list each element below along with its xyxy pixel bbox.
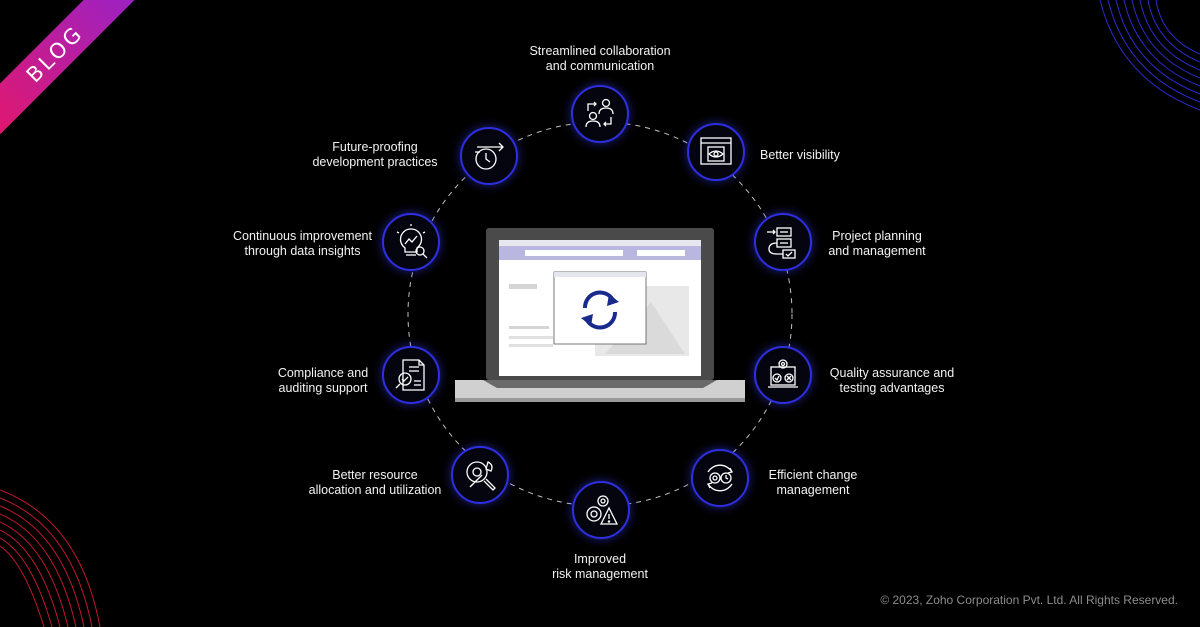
lightbulb-chart-icon (382, 213, 440, 271)
gear-cycle-icon (691, 449, 749, 507)
gear-warning-icon (572, 481, 630, 539)
laptop-gear-check-icon (754, 346, 812, 404)
copyright-text: © 2023, Zoho Corporation Pvt. Ltd. All R… (880, 593, 1178, 607)
benefit-label-visibility: Better visibility (760, 148, 840, 162)
blog-badge: BLOG (0, 0, 135, 134)
people-exchange-icon (571, 85, 629, 143)
corner-lines-bottom-left (0, 489, 101, 627)
laptop-with-sync-icon (455, 228, 745, 402)
clock-arrow-icon (460, 127, 518, 185)
tools-icon (451, 446, 509, 504)
browser-eye-icon (687, 123, 745, 181)
corner-lines-top-right (1099, 0, 1200, 111)
workflow-icon (754, 213, 812, 271)
document-search-icon (382, 346, 440, 404)
